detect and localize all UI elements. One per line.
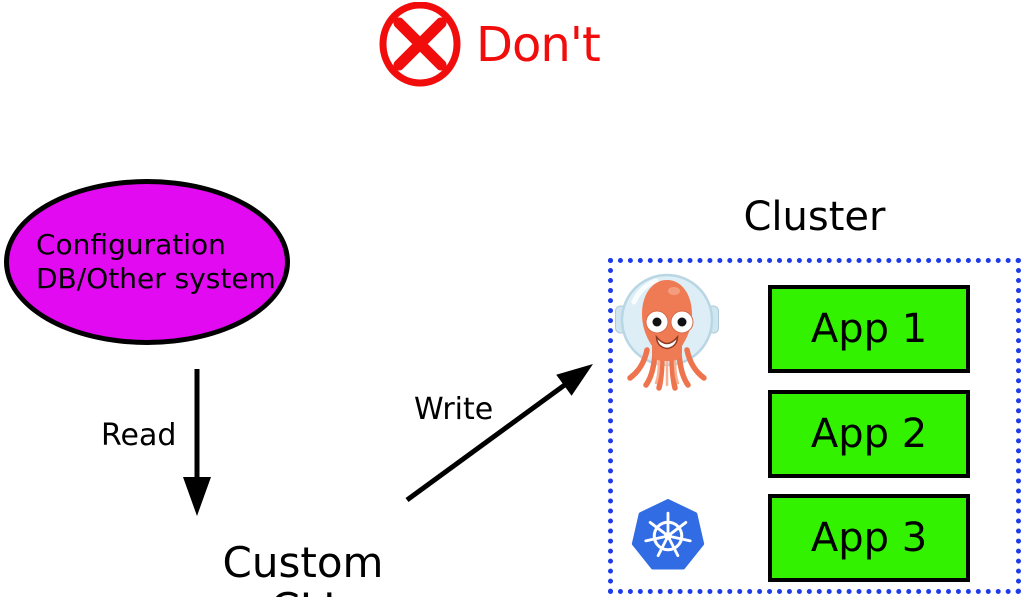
config-db-label-line2: DB/Other system (36, 262, 276, 295)
read-arrow (183, 369, 211, 516)
config-db-node: Configuration DB/Other system (4, 179, 290, 345)
app-node: App 2 (768, 390, 970, 478)
cluster-box (608, 258, 1021, 594)
crossed-circle-icon (379, 2, 461, 87)
read-label: Read (101, 418, 177, 453)
write-arrow (405, 364, 593, 503)
config-db-label-line1: Configuration (36, 228, 226, 261)
app-label: App 3 (810, 515, 928, 561)
app-label: App 2 (810, 411, 928, 457)
app-label: App 1 (810, 306, 928, 352)
app-node: App 1 (768, 285, 970, 373)
argo-octopus-icon (615, 273, 719, 391)
app-node: App 3 (768, 494, 970, 582)
cluster-label: Cluster (743, 194, 886, 240)
write-label: Write (414, 392, 494, 427)
custom-cli-node: Custom CLI (222, 538, 384, 597)
dont-label: Don't (476, 17, 601, 73)
kubernetes-icon (631, 499, 705, 570)
